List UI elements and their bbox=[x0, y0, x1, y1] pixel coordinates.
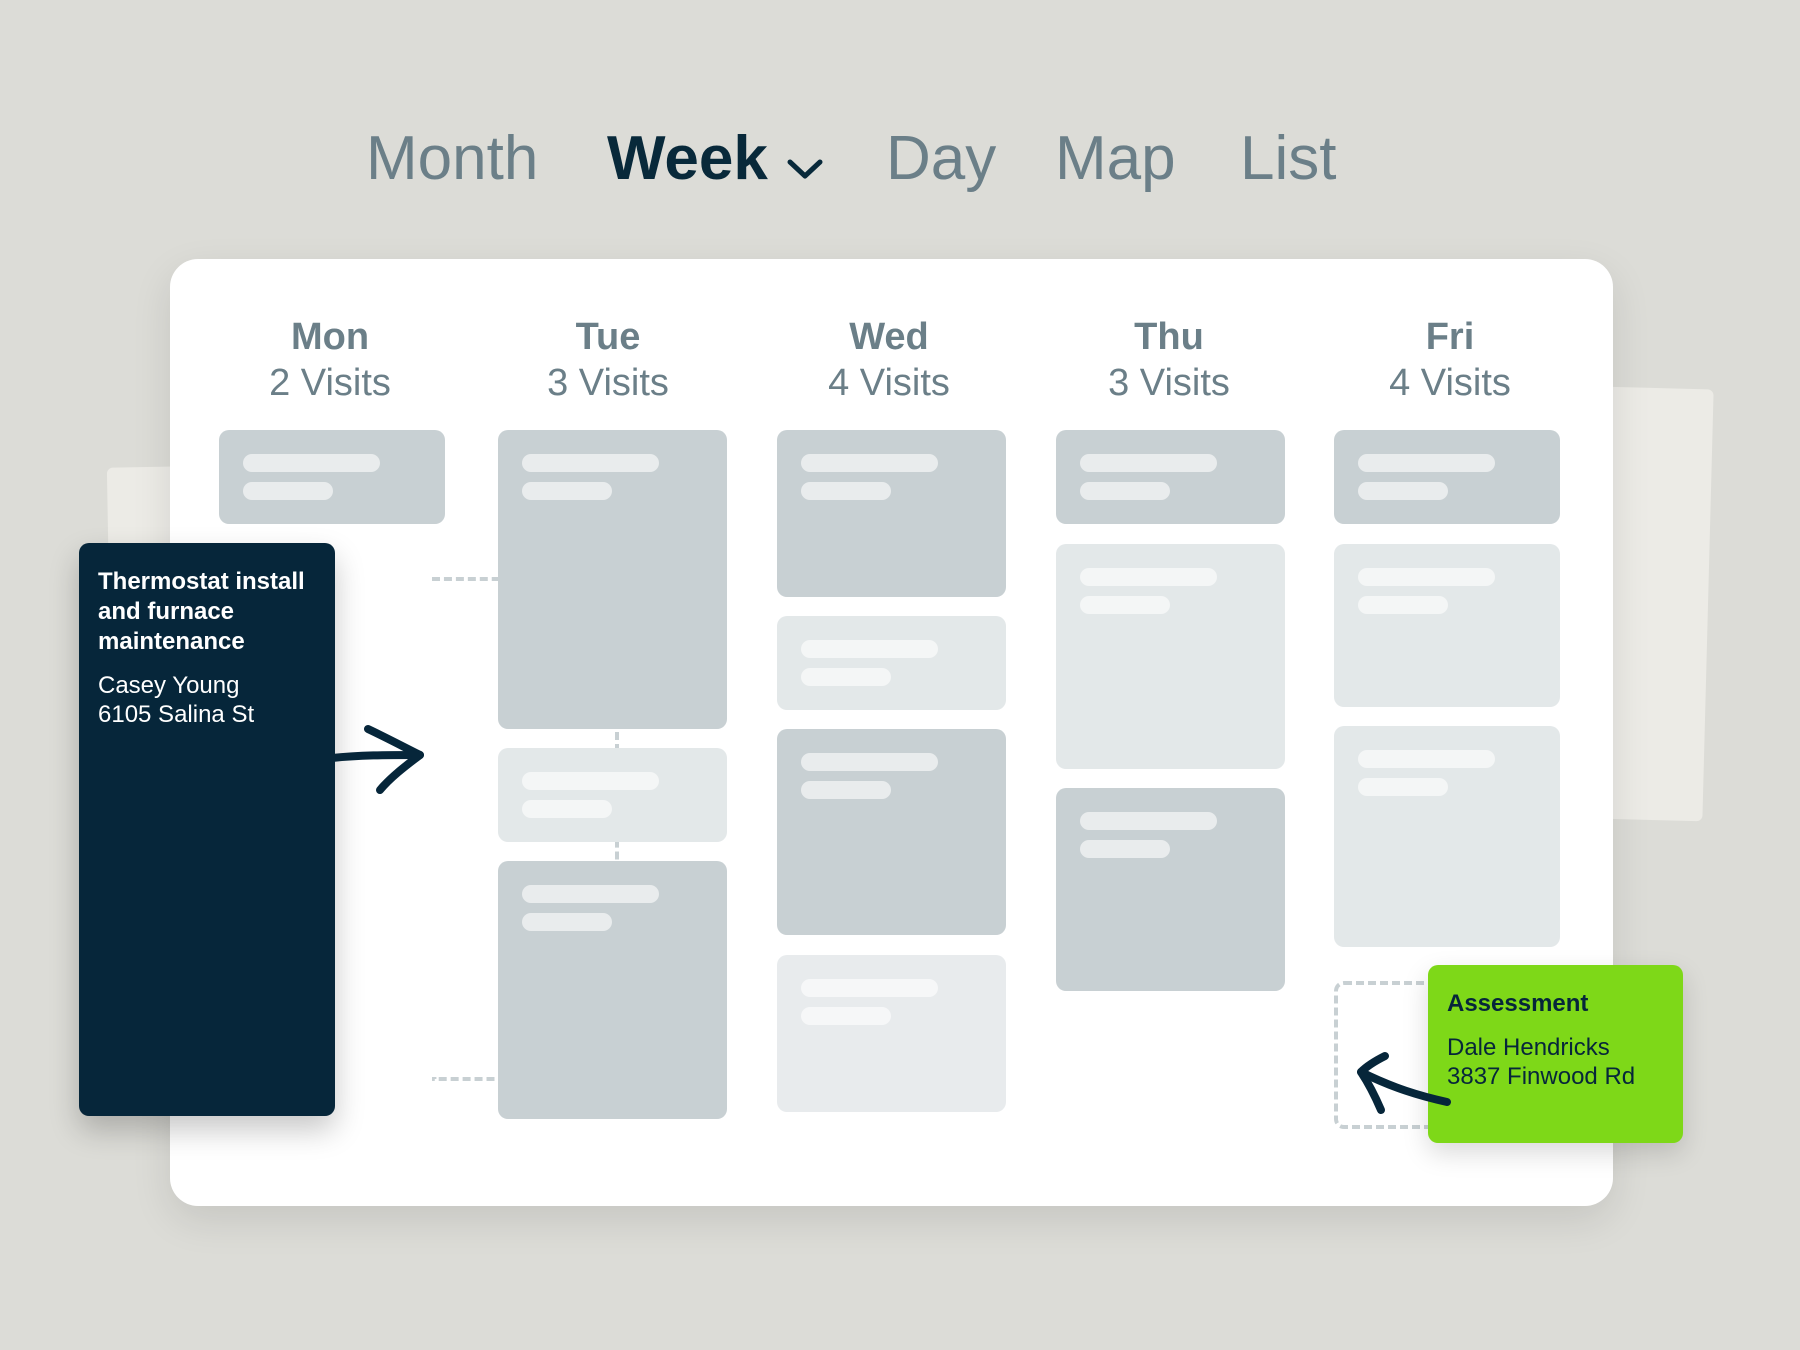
week-calendar: Mon 2 Visits Tue 3 Visits Wed 4 Visits T… bbox=[170, 259, 1613, 1206]
visit-slot[interactable] bbox=[777, 430, 1006, 597]
visit-count: 3 Visits bbox=[1108, 362, 1230, 404]
day-name: Thu bbox=[1134, 316, 1204, 358]
arrow-right-icon bbox=[330, 725, 424, 794]
visit-slot[interactable] bbox=[1334, 544, 1560, 707]
day-header-thu: Thu 3 Visits bbox=[1049, 314, 1289, 406]
day-header-fri: Fri 4 Visits bbox=[1330, 314, 1570, 406]
visit-count: 3 Visits bbox=[547, 362, 669, 404]
visit-slot[interactable] bbox=[1056, 544, 1285, 769]
day-name: Mon bbox=[290, 316, 370, 358]
dragged-visit-card-assessment[interactable]: Assessment Dale Hendricks 3837 Finwood R… bbox=[1428, 965, 1683, 1143]
visit-address: 6105 Salina St bbox=[98, 701, 255, 728]
visit-address: 3837 Finwood Rd bbox=[1447, 1063, 1636, 1090]
visit-count: 4 Visits bbox=[1389, 362, 1511, 404]
tab-list[interactable]: List bbox=[1240, 124, 1337, 193]
visit-count: 4 Visits bbox=[828, 362, 950, 404]
visit-slot[interactable] bbox=[498, 430, 727, 729]
visit-slot[interactable] bbox=[777, 729, 1006, 935]
day-name: Tue bbox=[575, 316, 641, 358]
visit-client: Dale Hendricks bbox=[1447, 1034, 1610, 1061]
day-name: Wed bbox=[849, 316, 929, 358]
visit-slot[interactable] bbox=[498, 861, 727, 1119]
visit-title: Assessment bbox=[1447, 990, 1589, 1017]
day-name: Fri bbox=[1425, 316, 1475, 358]
arrow-left-icon bbox=[1357, 1052, 1451, 1114]
visit-slot[interactable] bbox=[1334, 430, 1560, 524]
visit-client: Casey Young bbox=[98, 672, 240, 699]
day-header-wed: Wed 4 Visits bbox=[769, 314, 1009, 406]
visit-slot[interactable] bbox=[777, 955, 1006, 1112]
visit-slot[interactable] bbox=[219, 430, 445, 524]
visit-slot[interactable] bbox=[1056, 430, 1285, 524]
calendar-view-tabs: Month Week Day Map List bbox=[0, 118, 1800, 218]
visit-slot[interactable] bbox=[1056, 788, 1285, 991]
day-header-mon: Mon 2 Visits bbox=[210, 314, 450, 406]
drop-target-fri[interactable] bbox=[1334, 981, 1454, 1129]
tab-map[interactable]: Map bbox=[1055, 124, 1176, 193]
day-header-tue: Tue 3 Visits bbox=[488, 314, 728, 406]
chevron-down-icon[interactable] bbox=[786, 152, 824, 186]
visit-title: Thermostat install and furnace maintenan… bbox=[98, 568, 305, 655]
visit-slot[interactable] bbox=[777, 616, 1006, 710]
dragged-visit-card[interactable]: Thermostat install and furnace maintenan… bbox=[79, 543, 335, 1116]
tab-week[interactable]: Week bbox=[607, 124, 768, 193]
visit-slot[interactable] bbox=[498, 748, 727, 842]
tab-day[interactable]: Day bbox=[886, 124, 997, 193]
tab-month[interactable]: Month bbox=[366, 124, 539, 193]
visit-slot[interactable] bbox=[1334, 726, 1560, 947]
visit-count: 2 Visits bbox=[269, 362, 391, 404]
